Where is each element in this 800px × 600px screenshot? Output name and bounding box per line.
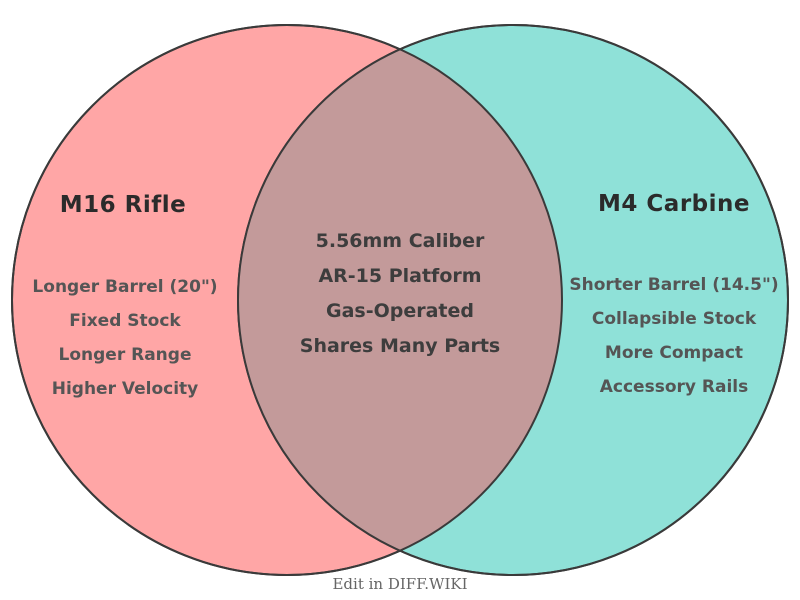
left-circle-outline xyxy=(11,24,563,576)
left-set-items: Longer Barrel (20") Fixed Stock Longer R… xyxy=(32,270,217,406)
right-set-items: Shorter Barrel (14.5") Collapsible Stock… xyxy=(569,268,778,404)
left-set-title: M16 Rifle xyxy=(59,192,187,218)
right-set-title: M4 Carbine xyxy=(598,191,750,217)
right-set-item: More Compact xyxy=(604,343,744,363)
overlap-item: Gas-Operated xyxy=(325,300,474,322)
left-set-item: Longer Barrel (20") xyxy=(32,277,218,297)
overlap-item: AR-15 Platform xyxy=(318,265,482,287)
right-set-item: Accessory Rails xyxy=(599,377,749,397)
right-set-item: Collapsible Stock xyxy=(591,309,757,329)
left-set-item: Higher Velocity xyxy=(51,379,199,399)
overlap-items: 5.56mm Caliber AR-15 Platform Gas-Operat… xyxy=(300,224,500,364)
overlap-region xyxy=(238,25,562,575)
right-set-item: Shorter Barrel (14.5") xyxy=(569,275,779,295)
left-set-item: Longer Range xyxy=(58,345,192,365)
right-circle-outline xyxy=(237,24,789,576)
left-set-item: Fixed Stock xyxy=(69,311,181,331)
edit-in-diffwiki-link[interactable]: Edit in DIFF.WIKI xyxy=(332,575,468,593)
overlap-item: 5.56mm Caliber xyxy=(315,230,485,252)
overlap-item: Shares Many Parts xyxy=(299,335,501,357)
